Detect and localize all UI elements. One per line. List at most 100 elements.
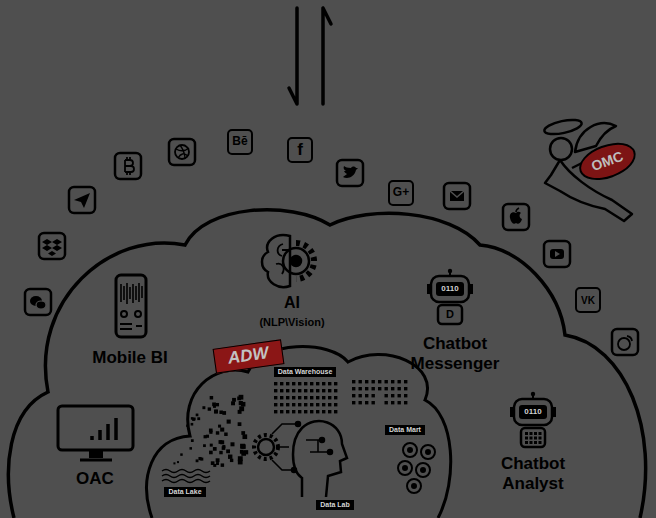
robot-figure — [514, 399, 552, 425]
social-icon — [444, 183, 470, 209]
data-dot — [298, 410, 301, 413]
social-icon — [115, 153, 141, 179]
monitor-icon — [58, 406, 133, 450]
data-mart-cluster — [407, 479, 421, 493]
data-dot — [352, 401, 355, 404]
social-icon — [25, 289, 51, 315]
data-dot — [359, 394, 362, 397]
mobile-phone-icon — [121, 311, 127, 317]
data-dot — [298, 403, 301, 406]
data-lab-head — [328, 450, 332, 454]
robot-figure — [507, 391, 559, 449]
data-dot — [218, 425, 221, 428]
robot-figure — [448, 269, 452, 273]
data-mart-cluster — [412, 484, 416, 488]
robot-figure — [539, 432, 542, 435]
robot-figure — [534, 437, 537, 440]
data-dot — [216, 403, 219, 406]
brain-gear-icon — [291, 256, 301, 266]
data-dot — [404, 394, 407, 397]
data-dot — [286, 382, 289, 385]
data-dot — [203, 444, 206, 447]
data-dot — [230, 459, 233, 462]
data-dot — [196, 414, 199, 417]
data-dot — [210, 444, 213, 447]
social-icon — [444, 183, 470, 209]
data-dot — [404, 387, 407, 390]
social-icon — [503, 204, 529, 230]
double-arrow — [289, 8, 331, 104]
data-dot — [280, 396, 283, 399]
social-icon — [39, 233, 65, 259]
inner-cloud-outline — [147, 347, 451, 518]
social-icon — [450, 191, 464, 197]
robot-figure — [534, 441, 537, 444]
data-dot — [214, 410, 218, 414]
mobile-phone-icon — [116, 275, 146, 337]
mobile-phone-icon — [121, 283, 142, 304]
data-dot — [316, 389, 319, 392]
data-dot — [241, 402, 246, 407]
monitor-icon — [58, 406, 133, 460]
data-dot — [274, 389, 277, 392]
data-dot — [239, 406, 244, 411]
data-lake-waves — [162, 470, 210, 483]
robot-figure — [431, 276, 469, 302]
data-dot — [286, 410, 289, 413]
component-title: Chatbot Analyst — [483, 454, 583, 493]
data-tag: Data Lake — [164, 487, 205, 498]
node-text: 0110 — [524, 408, 541, 417]
data-dot — [322, 382, 325, 385]
data-dot — [226, 449, 230, 453]
brain-gear-icon — [283, 248, 309, 274]
social-icon — [25, 139, 638, 355]
data-dot — [328, 396, 331, 399]
robot-figure — [531, 392, 535, 396]
data-dot — [310, 382, 313, 385]
analyst-robot: 0110 — [507, 391, 559, 449]
data-dot — [359, 401, 362, 404]
data-dot — [219, 440, 223, 444]
data-dot — [304, 403, 307, 406]
component-subtitle: (NLP\Vision) — [259, 316, 324, 329]
data-dot — [232, 398, 236, 402]
node-text: 0110 — [441, 285, 458, 294]
data-dot — [180, 453, 182, 455]
robot-figure — [534, 432, 537, 435]
data-dot — [228, 455, 232, 459]
data-dot — [304, 382, 307, 385]
data-dot — [292, 396, 295, 399]
node-text: ADW — [227, 344, 270, 368]
data-dot — [365, 401, 368, 404]
data-dot — [352, 380, 355, 383]
monitor-icon — [92, 418, 116, 440]
social-icon — [503, 204, 529, 230]
data-dot — [398, 401, 401, 404]
data-dot — [359, 380, 362, 383]
data-mart-cluster — [398, 461, 412, 475]
data-dot — [372, 401, 375, 404]
data-dot — [304, 410, 307, 413]
social-icon — [627, 336, 632, 341]
robot-figure — [521, 428, 545, 447]
monitor-icon — [89, 450, 103, 458]
cloud-outline — [8, 210, 645, 518]
social-icon — [516, 208, 519, 212]
data-dot — [298, 389, 301, 392]
data-dot — [238, 456, 243, 461]
social-icon — [618, 338, 630, 350]
robot-figure — [530, 432, 533, 435]
data-lab-head — [293, 421, 347, 497]
robot-figure — [530, 441, 533, 444]
data-dot — [365, 387, 368, 390]
data-dot — [385, 401, 388, 404]
node-text: Data Lab — [320, 501, 350, 509]
data-dot — [274, 403, 277, 406]
data-dot — [213, 405, 216, 408]
data-dot — [398, 394, 401, 397]
data-dot — [274, 410, 277, 413]
angel-figure — [543, 117, 583, 137]
robot-figure — [519, 405, 547, 419]
data-dot — [385, 394, 388, 397]
